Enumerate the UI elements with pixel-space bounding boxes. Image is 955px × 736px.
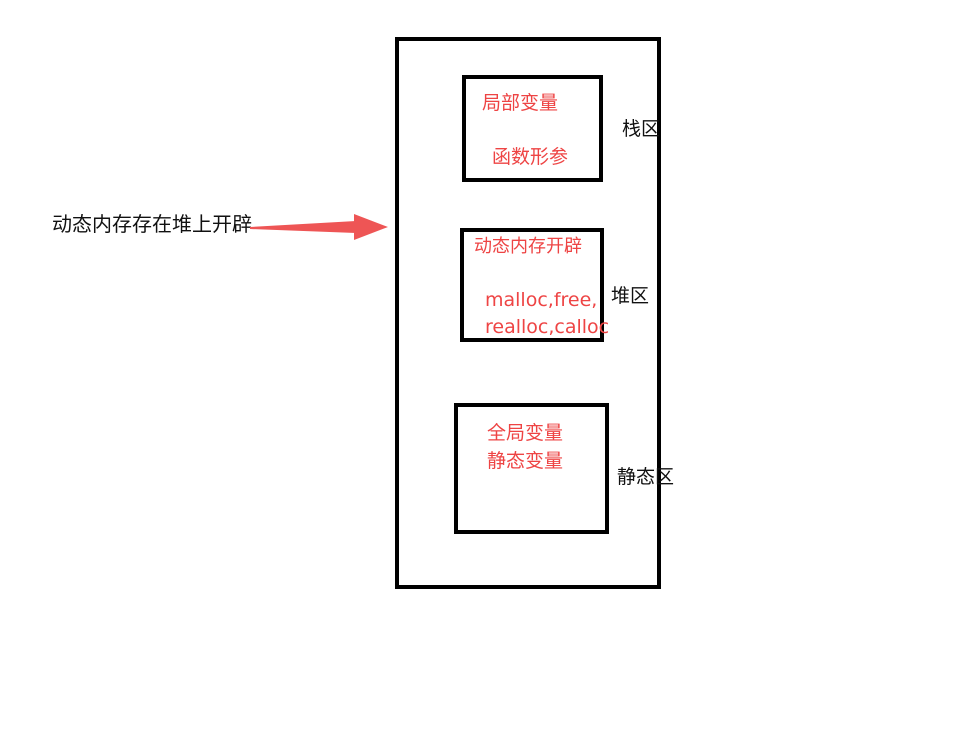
stack-label: 栈区: [622, 118, 661, 140]
memory-region-outline: [395, 37, 661, 589]
heap-line-malloc-free: malloc,free,: [485, 289, 598, 311]
stack-box: [462, 75, 603, 182]
static-label: 静态区: [617, 466, 675, 488]
arrow-annotation-label: 动态内存存在堆上开辟: [52, 212, 252, 236]
arrow-head: [354, 214, 388, 240]
static-box: [454, 403, 609, 534]
heap-box: [460, 228, 604, 342]
stack-line-func-params: 函数形参: [492, 146, 569, 168]
static-line-global-vars: 全局变量: [487, 422, 564, 444]
heap-label: 堆区: [611, 285, 650, 307]
arrow-shaft: [250, 221, 356, 233]
static-line-static-vars: 静态变量: [487, 450, 564, 472]
heap-line-dynamic: 动态内存开辟: [474, 236, 582, 257]
heap-line-realloc-calloc: realloc,calloc: [485, 316, 610, 338]
stack-line-local-vars: 局部变量: [482, 92, 559, 114]
